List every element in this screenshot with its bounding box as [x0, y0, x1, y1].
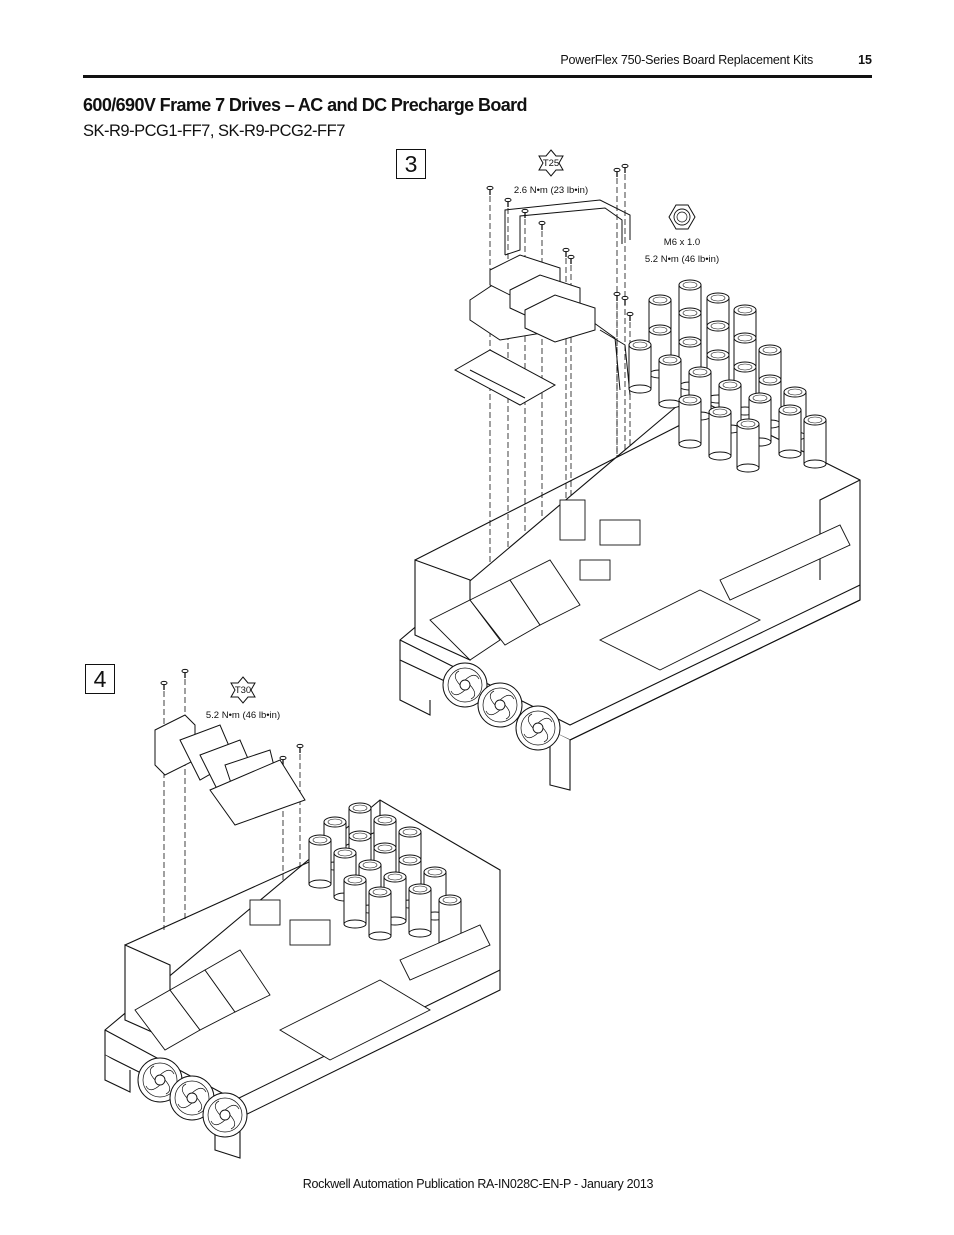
hex-nut-icon: [668, 204, 696, 230]
step-3-drawing: T25 2.6 N•m (23 lb•in) M6 x 1.0 5.2 N•m …: [399, 149, 861, 791]
step-3-badge: 3: [396, 149, 426, 179]
section-title: 600/690V Frame 7 Drives – AC and DC Prec…: [83, 95, 528, 115]
t30-label: T30: [235, 685, 251, 696]
t25-tool-icon: [538, 149, 564, 177]
section-subtitle: SK-R9-PCG1-FF7, SK-R9-PCG2-FF7: [83, 122, 345, 140]
nut-size-label: M6 x 1.0: [664, 237, 700, 248]
t25-torque: 2.6 N•m (23 lb•in): [514, 185, 588, 196]
step-4-badge: 4: [85, 664, 115, 694]
header-rule: [83, 75, 872, 78]
t30-torque: 5.2 N•m (46 lb•in): [206, 710, 280, 721]
footer-publication: Rockwell Automation Publication RA-IN028…: [302, 1177, 654, 1191]
step-4-drawing: T30 5.2 N•m (46 lb•in): [104, 668, 501, 1159]
header-title: PowerFlex 750-Series Board Replacement K…: [560, 53, 813, 67]
page-number: 15: [858, 53, 872, 67]
t25-label: T25: [543, 158, 559, 169]
nut-torque-label: 5.2 N•m (46 lb•in): [645, 254, 719, 265]
t30-tool-icon: [230, 676, 256, 704]
